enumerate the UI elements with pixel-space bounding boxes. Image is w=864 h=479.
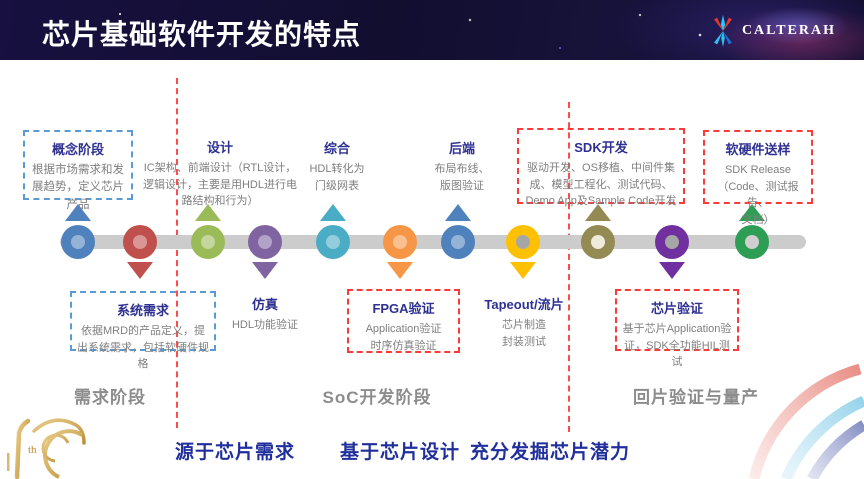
anniversary-suffix: th [28,444,37,456]
stage-desc: 基于芯片Application验证，SDK全功能HIL测试 [622,323,732,368]
timeline-node [735,225,769,259]
stage-desc: IC架构、前端设计（RTL设计，逻辑设计，主要是用HDL进行电路结构和行为） [142,162,297,207]
timeline-node-core [591,235,605,249]
arrow-up-icon [65,204,91,221]
stage-title: Tapeout/流片 [484,297,564,312]
stage-desc: 芯片制造 封装测试 [502,319,546,348]
timeline-node [191,225,225,259]
arrow-up-icon [445,204,471,221]
timeline-bar [60,235,806,249]
stage-title: 概念阶段 [51,142,104,157]
timeline-node [248,225,282,259]
stage-synthesis: 综合 HDL转化为 门级网表 [287,138,387,194]
arrow-up-icon [585,204,611,221]
stage-sdk-development: SDK开发 驱动开发、OS移植、中间件集成、模型工程化、测试代码、Demo Ap… [517,128,685,207]
timeline-node [123,225,157,259]
stage-concept-phase: 概念阶段 根据市场需求和发展趋势，定义芯片产品 [23,130,133,211]
stage-title: 软硬件送样 [725,142,791,157]
phase-label-soc-development: SoC开发阶段 [322,388,432,407]
timeline-node-core [516,235,530,249]
timeline-node-core [133,235,147,249]
section-divider-left [176,78,178,428]
timeline-node [316,225,350,259]
stage-desc: Application验证 时序仿真验证 [365,323,442,352]
arrow-up-icon [320,204,346,221]
stage-title: 综合 [323,141,350,156]
phase-label-requirements: 需求阶段 [74,388,146,407]
timeline-node-core [745,235,759,249]
timeline-node [581,225,615,259]
highlight-chip-design: 基于芯片设计 [339,442,460,463]
calterah-star-icon [713,14,732,48]
timeline-node-core [71,235,85,249]
timeline-node [506,225,540,259]
timeline-node [61,225,95,259]
corner-arcs-decoration [748,363,864,479]
timeline-node-core [258,235,272,249]
stage-desc: 依据MRD的产品定义，提出系统需求，包括软硬件规格 [77,325,209,370]
stage-title: FPGA验证 [372,301,435,316]
stage-title: SDK开发 [574,140,628,155]
timeline-node-core [451,235,465,249]
stage-design: 设计 IC架构、前端设计（RTL设计，逻辑设计，主要是用HDL进行电路结构和行为… [139,137,301,210]
stage-desc: SDK Release （Code、测试报告、 文档） [717,164,799,226]
phase-label-validation-production: 回片验证与量产 [633,388,759,407]
stage-backend: 后端 布局布线、 版图验证 [412,138,512,194]
anniversary-10th-logo: th [7,418,86,479]
timeline-node [441,225,475,259]
stage-title: 芯片验证 [650,301,703,316]
timeline-node [383,225,417,259]
stage-system-requirements: 系统需求 依据MRD的产品定义，提出系统需求，包括软硬件规格 [70,291,216,370]
stage-title: 设计 [206,140,233,155]
stage-fpga-verification: FPGA验证 Application验证 时序仿真验证 [347,289,460,353]
arrow-down-icon [659,262,685,279]
timeline-node-core [201,235,215,249]
arrow-up-icon [195,204,221,221]
timeline-node-core [393,235,407,249]
stage-hw-sw-sampling: 软硬件送样 SDK Release （Code、测试报告、 文档） [703,130,813,226]
stage-desc: 根据市场需求和发展趋势，定义芯片产品 [32,164,124,211]
stage-chip-verification: 芯片验证 基于芯片Application验证，SDK全功能HIL测试 [615,289,739,368]
timeline-node-core [326,235,340,249]
stage-desc: HDL转化为 门级网表 [309,163,365,192]
arrow-down-icon [387,262,413,279]
header-banner: 芯片基础软件开发的特点 CALTERAH [0,0,864,60]
arrow-down-icon [127,262,153,279]
arrow-down-icon [510,262,536,279]
stage-desc: HDL功能验证 [231,319,298,331]
stage-tapeout: Tapeout/流片 芯片制造 封装测试 [470,294,578,350]
timeline-node-core [665,235,679,249]
arrow-down-icon [252,262,278,279]
timeline-node [655,225,689,259]
stage-desc: 驱动开发、OS移植、中间件集成、模型工程化、测试代码、Demo App及Samp… [525,162,677,207]
stage-title: 仿真 [251,297,278,312]
stage-title: 后端 [448,141,475,156]
brand-name: CALTERAH [741,23,836,38]
section-divider-right [568,102,570,432]
stage-desc: 布局布线、 版图验证 [434,163,490,192]
page-title: 芯片基础软件开发的特点 [42,19,362,50]
brand-logo: CALTERAH [711,14,836,48]
stage-simulation: 仿真 HDL功能验证 [215,294,315,334]
highlight-chip-demand: 源于芯片需求 [174,442,295,463]
highlight-chip-potential: 充分发掘芯片潜力 [469,442,630,463]
stage-title: 系统需求 [116,303,169,318]
arrow-up-icon [739,204,765,221]
